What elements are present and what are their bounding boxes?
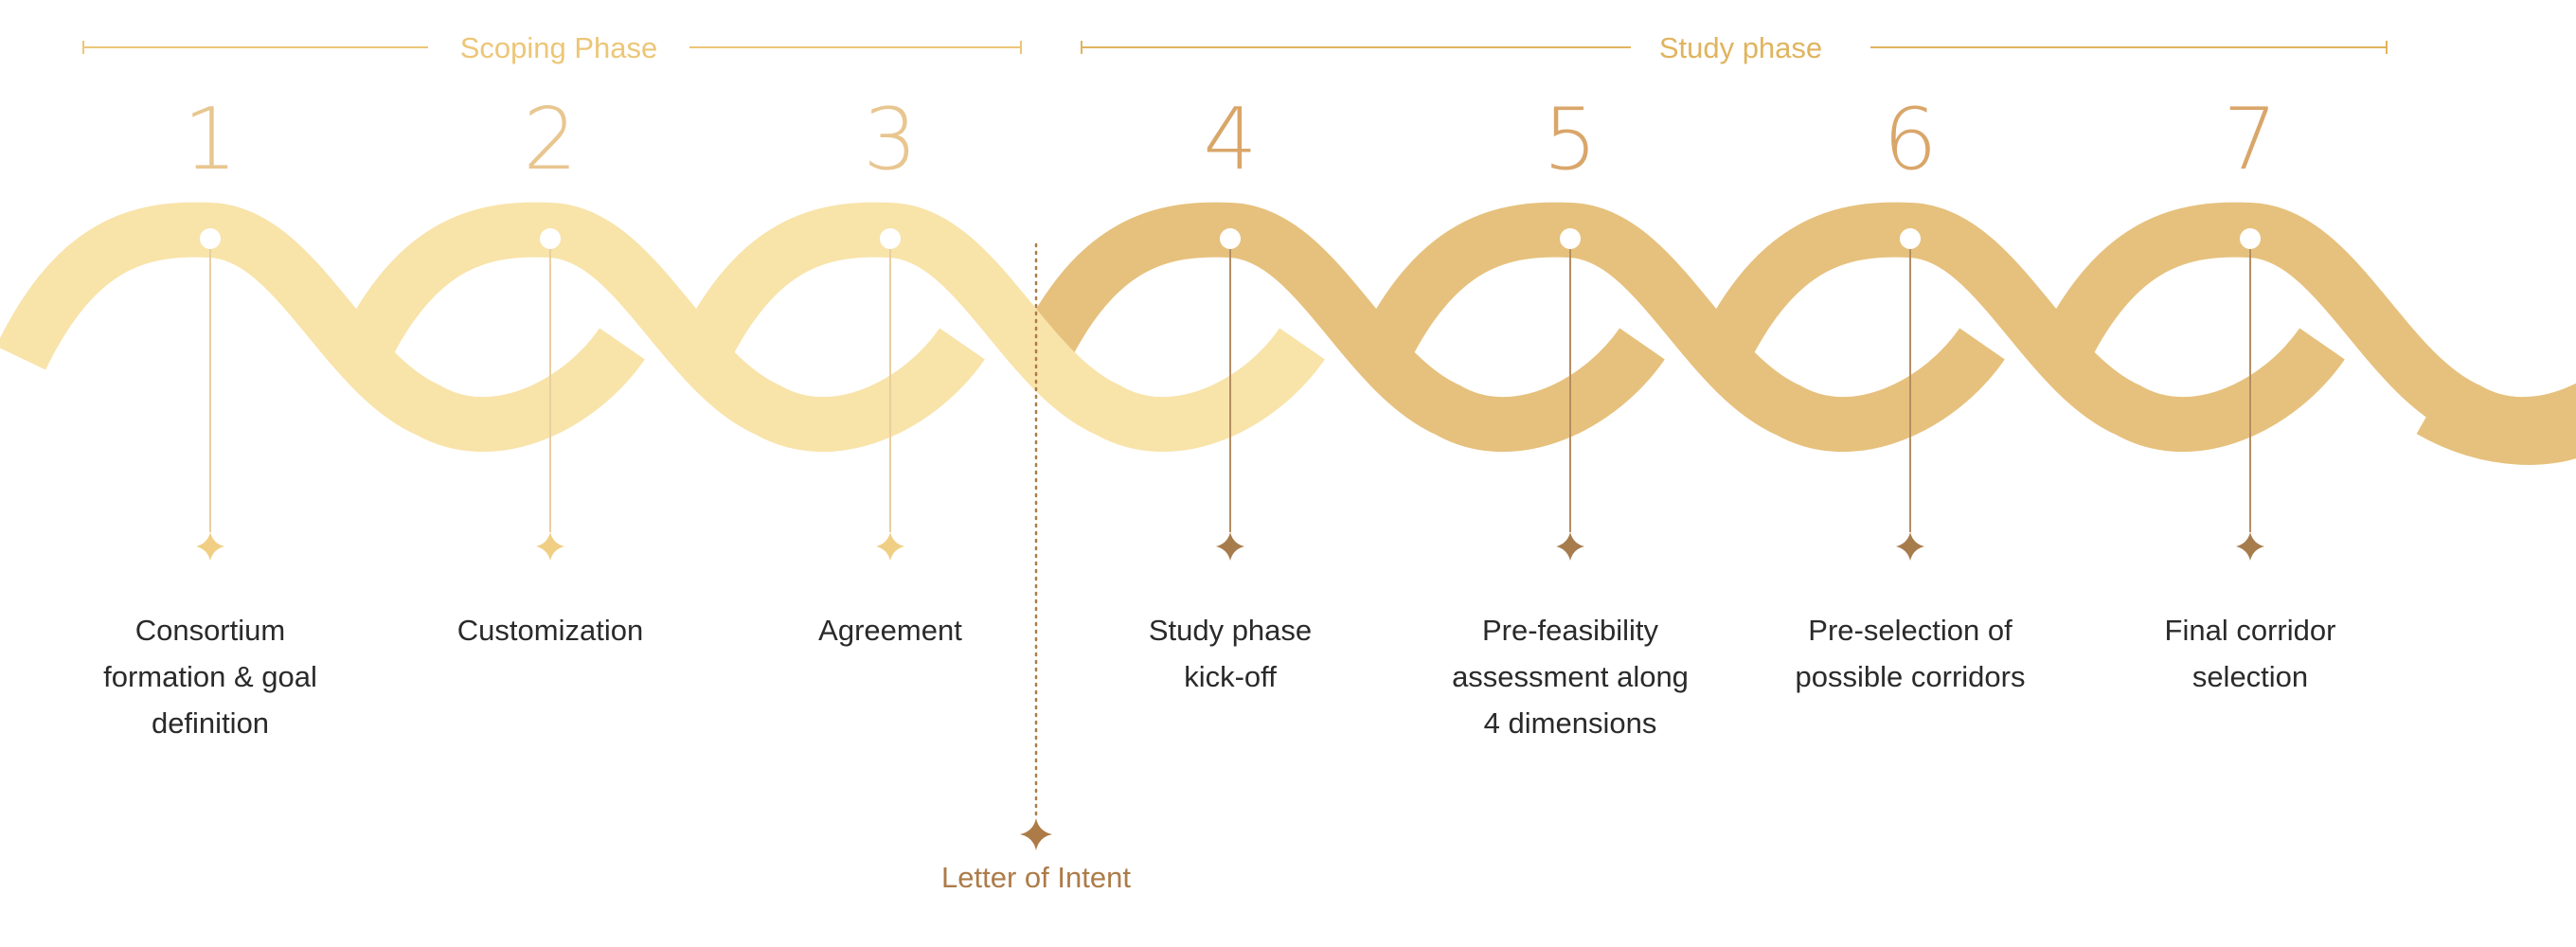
ribbon-segment-6: [1695, 202, 2345, 452]
milestone-label: Letter of Intent: [941, 861, 1131, 894]
step-dot-1: [200, 228, 221, 249]
braided-ribbon: [0, 202, 2576, 465]
step-description-5-line-2: assessment along: [1452, 660, 1689, 693]
step-number-5: 5: [1543, 90, 1597, 189]
letter-of-intent-milestone: Letter of Intent: [941, 242, 1131, 894]
ribbon-segment-2: [335, 202, 985, 452]
step-star-icon-4: [1216, 532, 1244, 561]
ribbon-segment-4: [1015, 202, 1665, 452]
step-number-2: 2: [523, 90, 577, 189]
step-dot-6: [1900, 228, 1921, 249]
milestone-star-icon: [1020, 818, 1052, 850]
ribbon-segment-3: [675, 202, 1325, 452]
step-description-5-line-3: 4 dimensions: [1484, 706, 1657, 740]
step-description-2-line-1: Customization: [457, 614, 643, 647]
step-dot-4: [1220, 228, 1241, 249]
step-dot-2: [540, 228, 561, 249]
step-number-1: 1: [183, 90, 237, 189]
step-description-6-line-2: possible corridors: [1796, 660, 2026, 693]
step-description-7-line-2: selection: [2192, 660, 2308, 693]
step-star-icon-7: [2236, 532, 2264, 561]
study-phase-label: Study phase: [1659, 31, 1822, 64]
ribbon-segment-7: [2035, 202, 2576, 452]
ribbon-segment-1: [0, 202, 645, 452]
step-description-1-line-2: formation & goal: [103, 660, 317, 693]
step-description-1-line-1: Consortium: [135, 614, 286, 647]
step-star-icon-3: [876, 532, 904, 561]
step-dot-3: [880, 228, 901, 249]
step-description-5-line-1: Pre-feasibility: [1482, 614, 1659, 647]
ribbon-tail: [2416, 385, 2576, 465]
step-description-3-line-1: Agreement: [818, 614, 962, 647]
step-description-4-line-1: Study phase: [1149, 614, 1312, 647]
step-star-icon-1: [196, 532, 224, 561]
step-description-7-line-1: Final corridor: [2165, 614, 2336, 647]
ribbon-segment-5: [1355, 202, 2005, 452]
step-star-icon-2: [536, 532, 564, 561]
step-description-6-line-1: Pre-selection of: [1808, 614, 2012, 647]
step-number-3: 3: [863, 90, 917, 189]
step-star-icon-6: [1896, 532, 1924, 561]
step-dot-5: [1560, 228, 1581, 249]
step-star-icon-5: [1556, 532, 1584, 561]
step-number-7: 7: [2223, 90, 2277, 189]
step-number-6: 6: [1883, 90, 1937, 189]
study-phase-bracket: Study phase: [1081, 31, 2388, 64]
scoping-phase-label: Scoping Phase: [460, 31, 658, 64]
step-description-4-line-2: kick-off: [1184, 660, 1277, 693]
step-number-4: 4: [1203, 90, 1257, 189]
step-description-1-line-3: definition: [152, 706, 269, 740]
scoping-phase-bracket: Scoping Phase: [82, 31, 1022, 64]
step-dot-7: [2240, 228, 2261, 249]
